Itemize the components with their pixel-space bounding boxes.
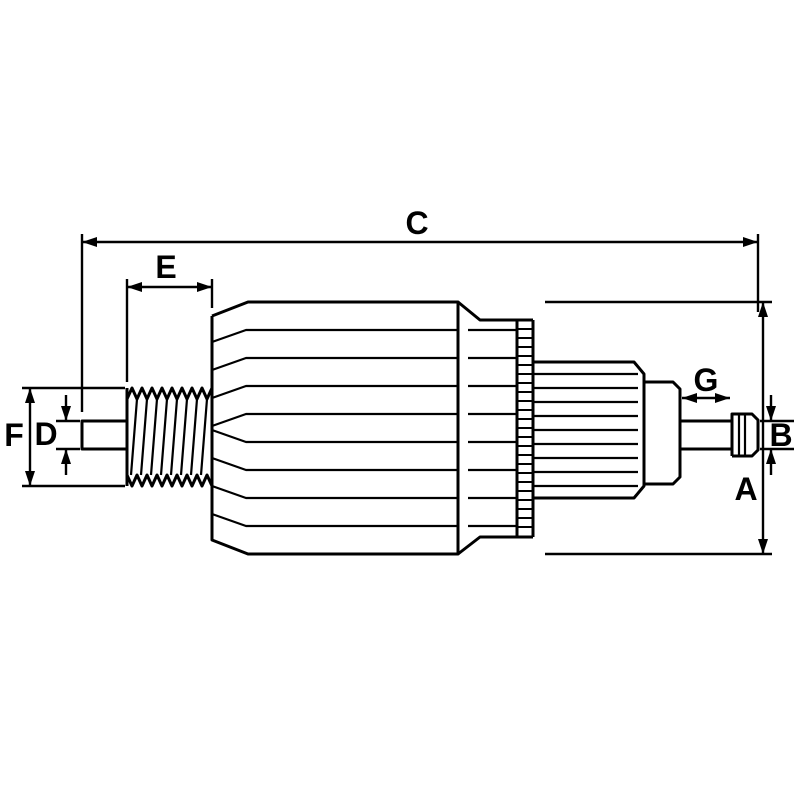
shaft-spline-lines: [533, 372, 638, 488]
commutator-outline: [457, 300, 533, 556]
core-slot-lines: [211, 328, 458, 528]
commutator-slot-lines: [468, 328, 517, 528]
right-shaft-outline: [680, 419, 732, 451]
dim-C-extension-lines: [80, 234, 760, 412]
dimension-label-g: G: [694, 362, 719, 398]
commutator-bar-ticks: [517, 328, 533, 528]
dim-B-extension-lines: [760, 419, 794, 451]
dim-F-extension-lines: [22, 386, 125, 488]
left-shaft-outline: [80, 419, 127, 451]
dim-D-extension-lines: [56, 419, 80, 451]
bearing-journal-outline: [644, 380, 682, 486]
dim-A-extension-lines: [545, 300, 772, 556]
dimension-labels: C E G A B D F: [4, 205, 792, 507]
dimension-label-f: F: [4, 417, 24, 453]
dimension-label-c: C: [405, 205, 428, 241]
dimension-annotations: [22, 234, 794, 556]
collar-groove-lines: [737, 414, 747, 456]
left-spline-helix-lines: [129, 398, 209, 476]
dimension-label-d: D: [34, 416, 57, 452]
left-spline-bottom-teeth: [125, 473, 214, 488]
left-spline-top-teeth: [125, 386, 214, 401]
dimension-label-a: A: [734, 471, 757, 507]
core-outline: [210, 300, 460, 556]
shaft-spline-outline: [533, 360, 646, 500]
dim-E-extension-lines: [125, 279, 214, 382]
dimension-label-b: B: [769, 417, 792, 453]
armature-drawing: [80, 300, 760, 556]
dimension-label-e: E: [155, 249, 176, 285]
